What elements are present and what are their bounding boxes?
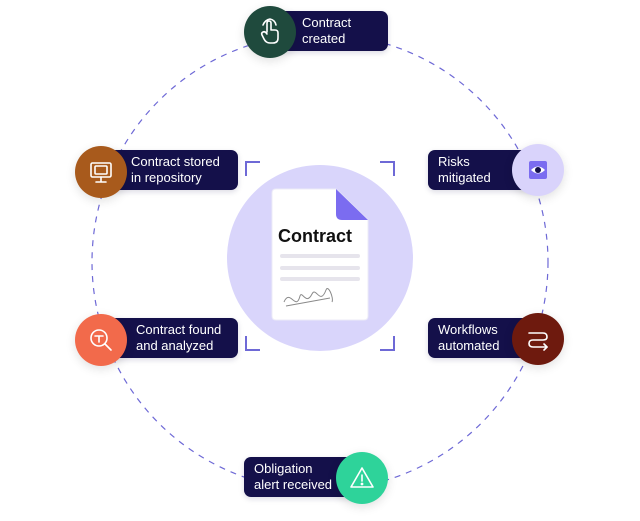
signature-icon: [283, 288, 333, 307]
warning-icon: [336, 452, 388, 504]
hand-pointer-icon: [244, 6, 296, 58]
step-label: Obligation alert received: [254, 461, 333, 492]
eye-icon: [512, 144, 564, 196]
document-title: Contract: [278, 226, 353, 246]
step-contract-stored: Contract stored in repository: [104, 150, 238, 190]
route-arrow-icon: [512, 313, 564, 365]
step-label: Risks mitigated: [438, 154, 491, 185]
search-monitor-icon: [75, 314, 127, 366]
monitor-icon: [75, 146, 127, 198]
focus-brackets: [245, 161, 395, 351]
step-label: Workflows automated: [438, 322, 500, 353]
contract-document-icon: [271, 188, 369, 321]
step-label: Contract found and analyzed: [136, 322, 222, 353]
step-label: Contract stored in repository: [131, 154, 220, 185]
step-label: Contract created: [302, 15, 352, 46]
